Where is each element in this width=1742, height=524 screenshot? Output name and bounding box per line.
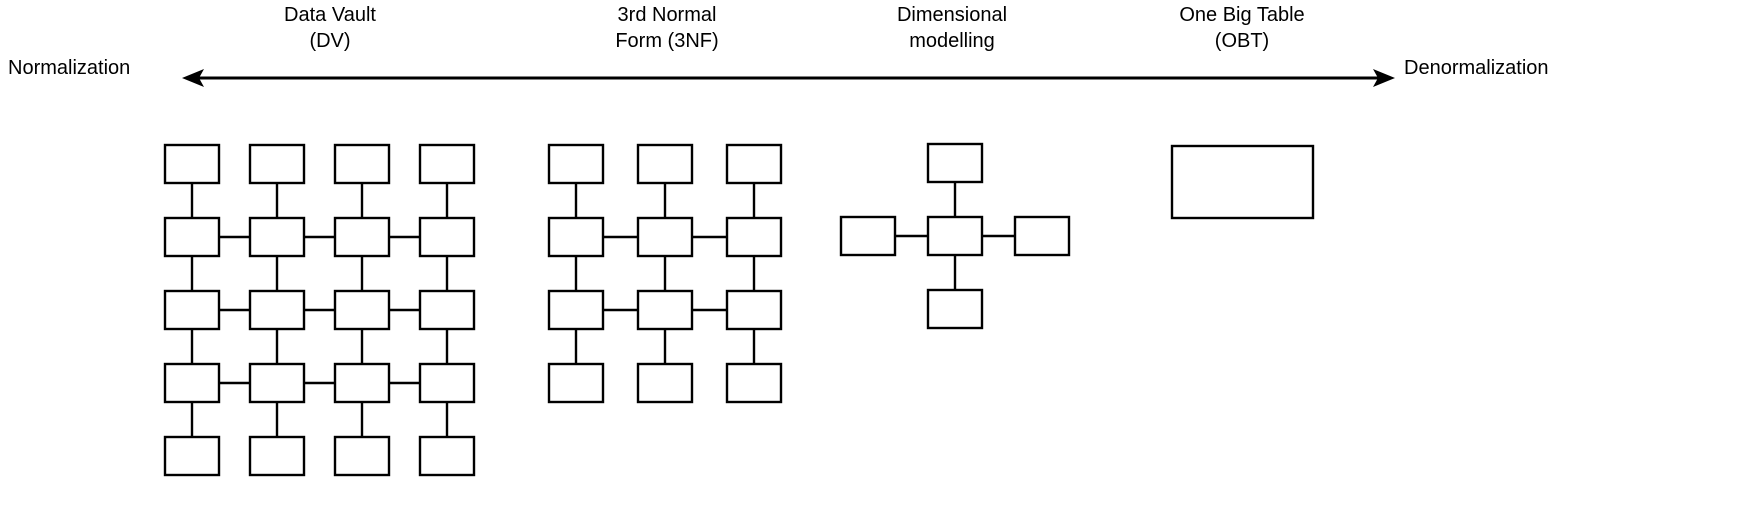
table-box — [418, 143, 476, 185]
table-box — [725, 289, 783, 331]
table-box — [248, 435, 306, 477]
table-box — [163, 143, 221, 185]
one-big-table-box — [1170, 144, 1315, 220]
model-one-big-table — [1170, 144, 1315, 220]
table-box — [547, 362, 605, 404]
stage-title-line1: Dimensional — [896, 4, 1008, 26]
axis-label-denormalization: Denormalization — [1404, 57, 1549, 79]
stage-title-line2: (OBT) — [1214, 30, 1270, 52]
stage-title-third-normal-form: 3rd Normal Form (3NF) — [467, 2, 867, 54]
stage-title-line2: (DV) — [309, 30, 351, 52]
arrow-right-icon — [1373, 69, 1395, 87]
table-box — [163, 289, 221, 331]
table-box — [333, 435, 391, 477]
dimension-box-top — [926, 142, 984, 184]
table-box — [163, 435, 221, 477]
table-box — [333, 143, 391, 185]
table-box — [248, 216, 306, 258]
table-box — [636, 216, 694, 258]
table-box — [333, 362, 391, 404]
table-box — [547, 216, 605, 258]
table-box — [248, 362, 306, 404]
stage-title-data-vault: Data Vault (DV) — [130, 2, 530, 54]
stage-title-line2: modelling — [909, 30, 995, 52]
table-box — [725, 362, 783, 404]
table-box — [163, 216, 221, 258]
table-box — [725, 216, 783, 258]
table-box — [547, 289, 605, 331]
model-data-vault — [163, 143, 476, 477]
axis-label-normalization: Normalization — [8, 57, 131, 79]
stage-title-line1: 3rd Normal — [617, 4, 717, 26]
fact-box-center — [926, 215, 984, 257]
stage-title-one-big-table: One Big Table (OBT) — [1042, 2, 1442, 54]
model-third-normal-form — [547, 143, 783, 404]
dimension-box-right — [1013, 215, 1071, 257]
dimension-box-bottom — [926, 288, 984, 330]
stage-title-line1: Data Vault — [284, 4, 376, 26]
dimension-box-left — [839, 215, 897, 257]
stage-title-dimensional-modelling: Dimensional modelling — [752, 2, 1152, 54]
table-box — [418, 362, 476, 404]
table-box — [248, 143, 306, 185]
stage-title-line1: One Big Table — [1179, 4, 1305, 26]
stage-title-line2: Form (3NF) — [615, 30, 719, 52]
table-box — [333, 216, 391, 258]
table-box — [547, 143, 605, 185]
table-box — [163, 362, 221, 404]
table-box — [418, 289, 476, 331]
table-box — [636, 143, 694, 185]
arrow-left-icon — [182, 69, 204, 87]
table-box — [248, 289, 306, 331]
table-box — [333, 289, 391, 331]
model-dimensional-modelling — [839, 142, 1071, 330]
table-box — [725, 143, 783, 185]
table-box — [636, 289, 694, 331]
table-box — [636, 362, 694, 404]
table-box — [418, 216, 476, 258]
table-box — [418, 435, 476, 477]
